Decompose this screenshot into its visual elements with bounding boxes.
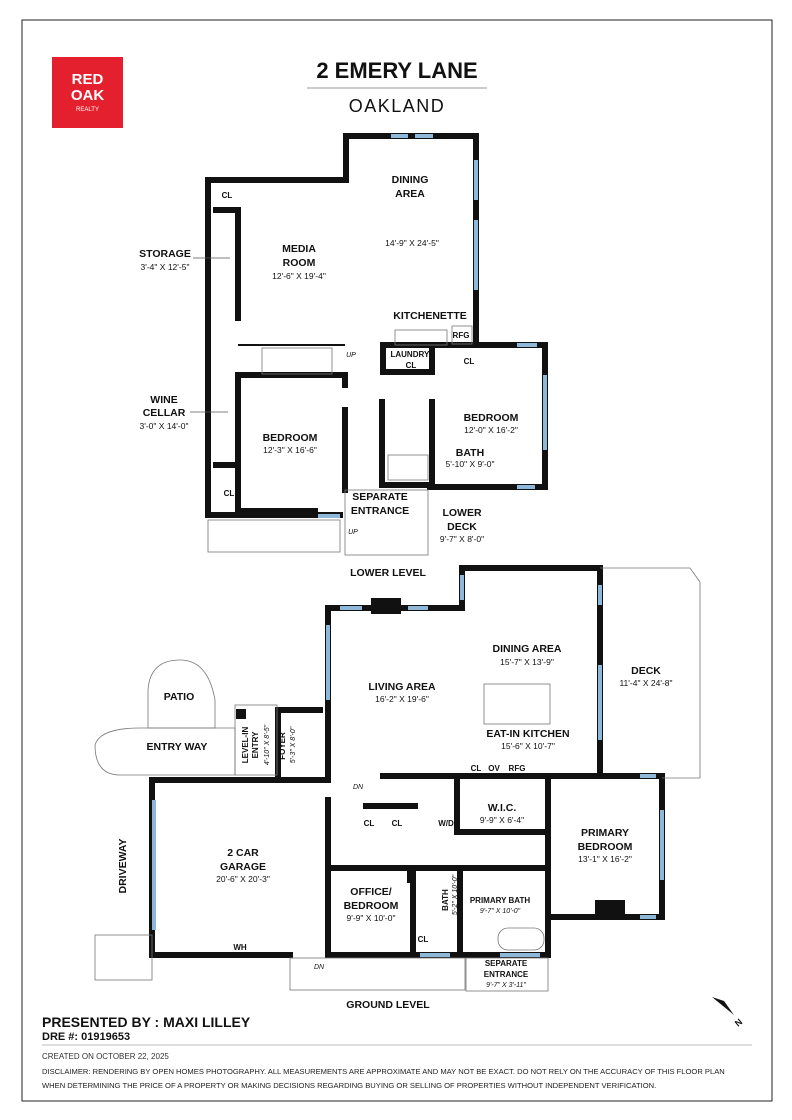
room-name: 2 CAR [227,847,259,859]
room-dims: 9'-9" X 6'-4" [480,815,524,825]
page-border [21,19,773,1102]
room-name: PRIMARY [581,827,629,839]
room-name: EAT-IN KITCHEN [486,728,569,740]
logo-text: REALTY [76,107,99,113]
stairs-up-tag: UP [346,352,356,359]
room-dims: 5'-2" X 10'-0" [452,874,459,915]
room-name: W.I.C. [488,802,517,814]
lower-level-label: LOWER LEVEL [350,567,426,579]
fridge-tag: RFG [509,764,526,773]
washer-dryer-tag: W/D [438,819,454,828]
room-name: ENTRY [251,731,260,758]
fridge-tag: RFG [453,331,470,340]
room-name: WINE [150,394,177,406]
room-name: STORAGE [139,248,191,260]
room-dims: 3'-4" X 12'-5" [141,262,190,272]
stairs-down-tag: DN [314,964,325,971]
room-name: DINING AREA [492,643,561,655]
room-name: BATH [456,447,484,459]
closet-tag: CL [222,191,233,200]
room-name: BEDROOM [578,841,633,853]
room-dims: 12'-0" X 16'-2" [464,425,518,435]
disclaimer-line-2: WHEN DETERMINING THE PRICE OF A PROPERTY… [42,1081,657,1090]
room-name: SEPARATE [352,491,408,503]
logo-text: OAK [71,87,105,104]
room-dims: 9'-7" X 8'-0" [440,534,484,544]
red-oak-realty-logo: RED OAK REALTY [52,57,123,128]
room-dims: 13'-1" X 16'-2" [578,854,632,864]
north-label: N [733,1017,744,1029]
room-name: LOWER [442,507,481,519]
room-name: MEDIA [282,243,316,255]
room-dims: 3'-0" X 14'-0" [140,421,189,431]
stairs-down-tag: DN [353,784,364,791]
created-date: CREATED ON OCTOBER 22, 2025 [42,1052,169,1061]
water-heater-tag: WH [233,943,247,952]
room-name: DINING [392,174,429,186]
logo-text: RED [72,71,104,88]
disclaimer-line-1: DISCLAIMER: RENDERING BY OPEN HOMES PHOT… [42,1067,725,1076]
room-name: LIVING AREA [368,681,436,693]
room-name: ROOM [283,257,316,269]
room-dims: 9'-7" X 3'-11" [486,982,526,989]
ground-level-label: GROUND LEVEL [346,999,430,1011]
room-name: KITCHENETTE [393,310,467,322]
room-name: ENTRY WAY [147,741,208,753]
room-name: ENTRANCE [484,970,529,979]
room-dims: 5'-3" X 8'-0" [290,726,297,763]
room-name: OFFICE/ [350,886,391,898]
room-dims: 12'-6" X 19'-4" [272,271,326,281]
room-name: CL [406,361,417,370]
room-dims: 20'-6" X 20'-3" [216,874,270,884]
north-arrow-icon: N [712,997,744,1029]
room-name: SEPARATE [485,959,528,968]
room-dims: 9'-7" X 10'-0" [480,908,521,915]
room-dims: 15'-6" X 10'-7" [501,741,555,751]
closet-tag: CL [224,489,235,498]
room-dims: 5'-10" X 9'-0" [446,459,495,469]
lower-level-plan [205,133,548,556]
dre-number: DRE #: 01919653 [42,1031,131,1043]
room-name: AREA [395,188,425,200]
room-name: PATIO [164,691,195,703]
room-name: DECK [447,521,477,533]
room-name: BEDROOM [464,412,519,424]
room-name: CELLAR [143,407,186,419]
room-dims: 14'-9" X 24'-5" [385,238,439,248]
room-name: DRIVEWAY [117,838,129,893]
room-name: LAUNDRY/ [390,350,432,359]
presented-by: PRESENTED BY : MAXI LILLEY [42,1014,251,1030]
room-dims: 9'-9" X 10'-0" [347,913,396,923]
oven-tag: OV [488,764,500,773]
room-name: BEDROOM [344,900,399,912]
room-name: PRIMARY BATH [470,896,531,905]
closet-tag: CL [392,819,403,828]
room-name: GARAGE [220,861,266,873]
room-dims: 12'-3" X 16'-6" [263,445,317,455]
closet-tag: CL [471,764,482,773]
stairs-up-tag: UP [348,529,358,536]
room-name: ENTRANCE [351,505,409,517]
room-dims: 15'-7" X 13'-9" [500,657,554,667]
room-dims: 4'-10" X 8'-5" [264,724,271,765]
closet-tag: CL [464,357,475,366]
room-name: DECK [631,665,661,677]
closet-tag: CL [364,819,375,828]
room-dims: 16'-2" X 19'-6" [375,694,429,704]
room-name: LEVEL-IN [241,727,250,764]
property-title: 2 EMERY LANE [316,58,477,83]
room-name: BATH [441,889,450,911]
property-city: OAKLAND [349,96,446,116]
ground-level-plan [94,565,701,992]
room-name: FOYER [278,732,287,760]
room-dims: 11'-4" X 24'-8" [619,678,672,688]
room-name: BEDROOM [263,432,318,444]
closet-tag: CL [418,935,429,944]
